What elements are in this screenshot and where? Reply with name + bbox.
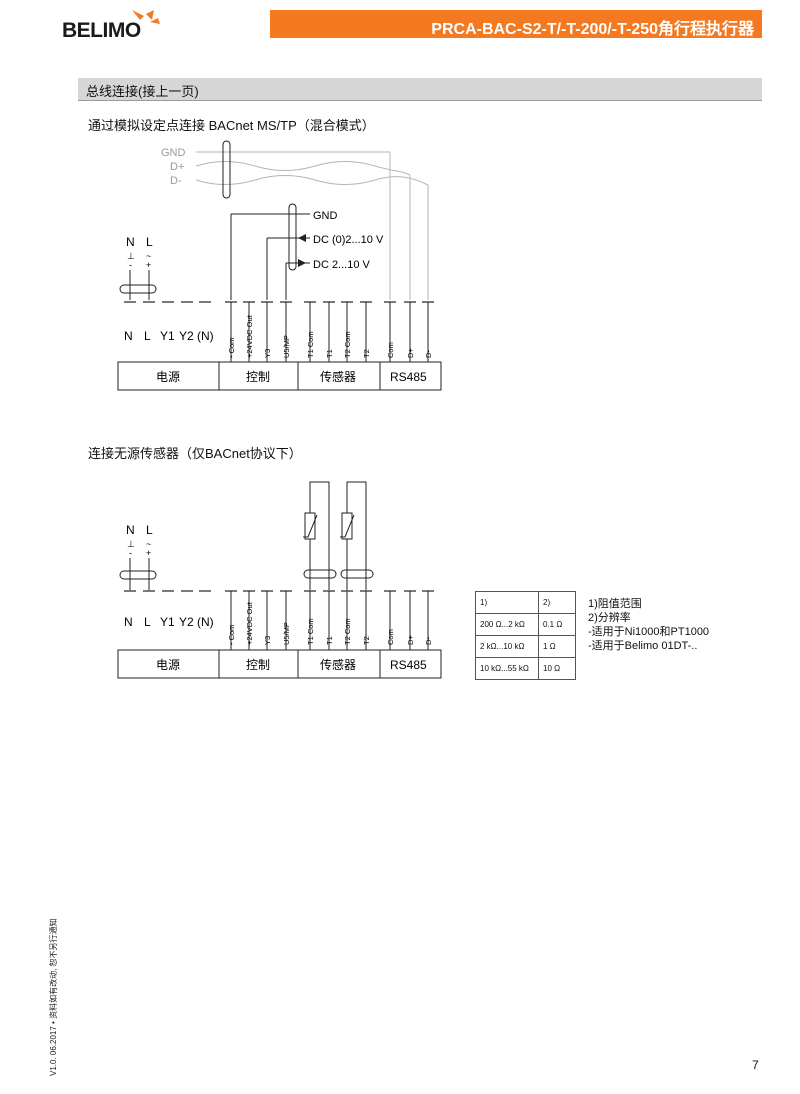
terminal-t1-com: T1 Com [306,331,315,358]
terminal-t1-2: T1 [325,636,334,645]
table-row: 200 Ω...2 kΩ 0.1 Ω [475,613,576,636]
terminal-dplus: D+ [406,348,415,358]
terminal-y2n: Y2 (N) [179,329,214,343]
terminal-t1-com-2: T1 Com [306,618,315,645]
terminal-block-1: N L ⊥ ~ - + N L Y1 [117,235,442,391]
terminal-com-2: - Com [227,625,236,645]
terminal-u5-mp-2: U5/MP [282,622,291,645]
page-number: 7 [752,1058,759,1072]
group-control: 控制 [246,370,270,384]
terminal-dminus: D- [424,350,433,358]
group-rs485-2: RS485 [390,658,427,672]
bus-label-dminus: D- [170,175,182,187]
table-row: 2 kΩ...10 kΩ 1 Ω [475,635,576,658]
bus-label-dplus: D+ [170,161,184,173]
plus-symbol: + [146,260,151,270]
page-title: PRCA-BAC-S2-T/-T-200/-T-250角行程执行器 [431,21,754,38]
terminal-y1: Y1 [160,329,175,343]
table-cell: 10 kΩ...55 kΩ [475,657,539,680]
terminal-24vdc-out: +24VDC Out [245,314,254,358]
terminal-t2-2: T2 [362,636,371,645]
ac-symbol: ~ [146,251,151,261]
terminal-l-2: L [144,615,151,629]
terminal-u5-mp: U5/MP [282,335,291,358]
terminal-y3-2: Y3 [263,636,272,645]
passive-sensors [303,481,374,590]
terminal-24vdc-out-2: +24VDC Out [245,601,254,645]
terminal-block-2: N L ⊥ ~ - + N L Y1 Y2 (N [117,523,442,679]
note-line: 1)阻值范围 [588,598,642,610]
terminal-com: - Com [227,338,236,358]
table-header-resolution: 2) [538,591,576,614]
ctrl-label-dc-2-10: DC 2...10 V [313,259,371,271]
power-n-label: N [126,235,135,249]
terminal-dminus-2: D- [424,637,433,645]
table-cell: 200 Ω...2 kΩ [475,613,539,636]
group-control-2: 控制 [246,658,270,672]
resistance-table: 1) 2) 200 Ω...2 kΩ 0.1 Ω 2 kΩ...10 kΩ 1 … [475,591,576,680]
group-sensor-2: 传感器 [320,657,356,672]
power-l-label-2: L [146,523,153,537]
diagram2-heading: 连接无源传感器（仅BACnet协议下） [88,446,302,461]
ac-symbol-2: ~ [146,539,151,549]
terminal-t2-com: T2 Com [343,331,352,358]
terminal-y3: Y3 [263,349,272,358]
note-line: 2)分辨率 [588,612,631,624]
section-header: 总线连接(接上一页) [78,78,762,101]
terminal-l: L [144,329,151,343]
terminal-y2n-2: Y2 (N) [179,615,214,629]
logo-text: BELIMO [62,19,141,42]
minus-symbol-2: - [129,548,132,558]
table-cell: 1 Ω [538,635,576,658]
power-n-label-2: N [126,523,135,537]
group-power-2: 电源 [156,658,180,672]
terminal-t1: T1 [325,349,334,358]
title-bar: PRCA-BAC-S2-T/-T-200/-T-250角行程执行器 [270,10,762,38]
table-cell: 0.1 Ω [538,613,576,636]
ground-symbol-2: ⊥ [127,539,135,549]
ground-symbol: ⊥ [127,251,135,261]
bus-lines: GND D+ D- [161,140,429,300]
table-cell: 2 kΩ...10 kΩ [475,635,539,658]
terminal-y1-2: Y1 [160,615,175,629]
terminal-n-2: N [124,615,133,629]
logo-mark [132,10,160,24]
minus-symbol: - [129,260,132,270]
table-row: 1) 2) [475,591,576,614]
group-rs485: RS485 [390,370,427,384]
table-cell: 10 Ω [538,657,576,680]
table-header-range: 1) [475,591,539,614]
group-power: 电源 [156,370,180,384]
version-note: V1.0. 06.2017 • 资料如有改动, 恕不另行通知 [49,918,58,1076]
power-l-label: L [146,235,153,249]
terminal-rs485-com-2: Com [386,629,395,645]
terminal-n: N [124,329,133,343]
terminal-t2-com-2: T2 Com [343,618,352,645]
ctrl-label-gnd: GND [313,210,338,222]
note-line: -适用于Ni1000和PT1000 [588,626,710,638]
diagram1-heading: 通过模拟设定点连接 BACnet MS/TP（混合模式） [88,118,375,133]
section-title: 总线连接(接上一页) [86,84,199,99]
plus-symbol-2: + [146,548,151,558]
table-notes: 1)阻值范围 2)分辨率 -适用于Ni1000和PT1000 -适用于Belim… [588,597,709,653]
terminal-rs485-com: Com [386,342,395,358]
terminal-t2: T2 [362,349,371,358]
ctrl-label-dc-0-2-10: DC (0)2...10 V [313,234,384,246]
belimo-logo: BELIMO [60,10,180,42]
table-row: 10 kΩ...55 kΩ 10 Ω [475,657,576,680]
control-wiring: GND DC (0)2...10 V DC 2...10 V [230,203,384,300]
terminal-dplus-2: D+ [406,635,415,645]
bus-label-gnd: GND [161,147,186,159]
group-sensor: 传感器 [320,369,356,384]
note-line: -适用于Belimo 01DT-.. [588,640,698,652]
